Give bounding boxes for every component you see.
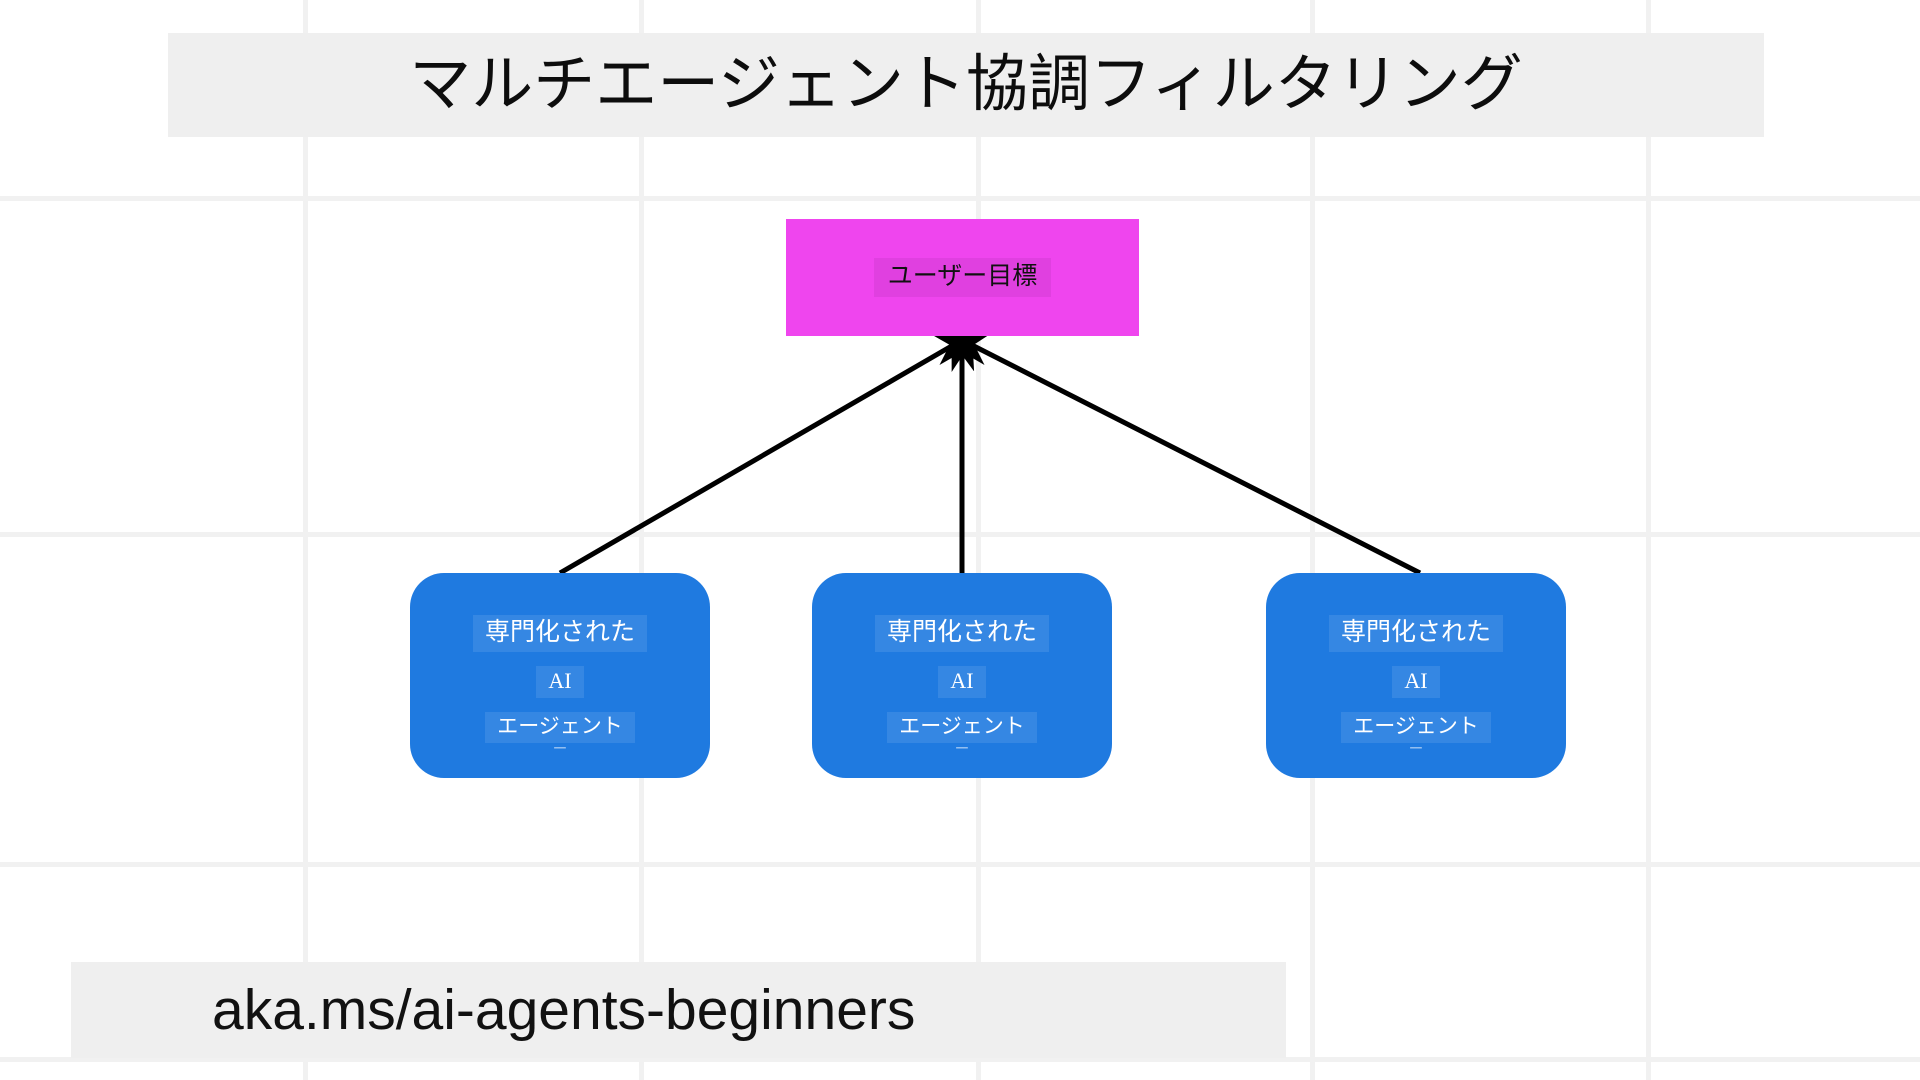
- node-agent-3-line-1: 専門化された: [1328, 614, 1503, 652]
- node-agent-1[interactable]: 専門化された AI エージェント –: [410, 573, 710, 778]
- node-agent-1-line-2: AI: [536, 665, 584, 698]
- edge-agent-3-to-goal: [944, 330, 1422, 576]
- node-agent-3-line-clipped: –: [1410, 743, 1422, 751]
- footer-url: aka.ms/ai-agents-beginners: [212, 977, 916, 1042]
- page-title: マルチエージェント協調フィルタリング: [409, 50, 1523, 119]
- node-agent-1-line-3: エージェント: [485, 711, 635, 743]
- node-user-goal[interactable]: ユーザー目標: [786, 219, 1139, 336]
- node-agent-1-line-clipped: –: [554, 743, 566, 751]
- node-agent-2[interactable]: 専門化された AI エージェント –: [812, 573, 1112, 778]
- node-agent-3-line-3: エージェント: [1341, 711, 1491, 743]
- node-agent-2-line-1: 専門化された: [874, 614, 1049, 652]
- title-banner: マルチエージェント協調フィルタリング: [168, 33, 1764, 137]
- node-agent-2-line-2: AI: [938, 665, 986, 698]
- footer-banner: aka.ms/ai-agents-beginners: [71, 962, 1286, 1058]
- node-agent-3-line-2: AI: [1392, 665, 1440, 698]
- node-agent-3[interactable]: 専門化された AI エージェント –: [1266, 573, 1566, 778]
- edge-agent-1-to-goal: [558, 329, 980, 576]
- node-agent-2-line-3: エージェント: [887, 711, 1037, 743]
- node-agent-2-line-clipped: –: [956, 743, 968, 751]
- node-user-goal-label: ユーザー目標: [873, 258, 1052, 297]
- node-agent-1-line-1: 専門化された: [472, 614, 647, 652]
